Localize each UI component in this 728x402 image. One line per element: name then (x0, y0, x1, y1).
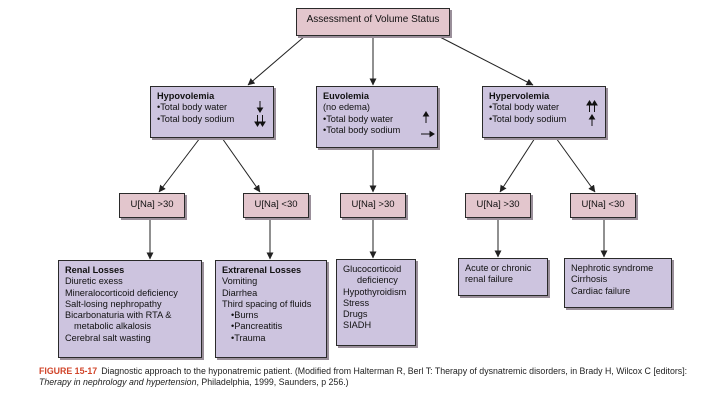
euvolemia-cause: Glucocorticoid (343, 264, 402, 274)
hypervolemia-trend-arrows (586, 100, 598, 126)
edge-hypo-una-low (221, 137, 261, 193)
renal-losses-title: Renal Losses (65, 265, 125, 275)
assessment-label: Assessment of Volume Status (306, 14, 440, 25)
euvolemia-cause: Stress (343, 297, 370, 308)
edge-hypo-una-high (158, 137, 201, 193)
caption-text-1: Diagnostic approach to the hyponatremic … (101, 366, 688, 376)
renal-item: Cerebral salt wasting (65, 332, 151, 343)
acute-chronic-line: Acute or chronic (465, 263, 532, 273)
renal-item: metabolic alkalosis (74, 321, 152, 332)
urine-sodium-hypo-low: U[Na] <30 (243, 193, 309, 218)
extrarenal-item: Diarrhea (222, 287, 258, 298)
hypovolemia-trend-arrows (254, 101, 266, 127)
acute-chronic-line: renal failure (465, 274, 514, 285)
euvolemia-subtitle: (no edema) (323, 102, 370, 113)
euvolemia-title: Euvolemia (323, 91, 369, 101)
hypervolemia-title: Hypervolemia (489, 91, 550, 101)
hypovolemia-title: Hypovolemia (157, 91, 215, 101)
edge-hyper-una-high (499, 137, 536, 193)
nephrotic-item: Nephrotic syndrome (571, 263, 654, 273)
urine-sodium-hyper-high: U[Na] >30 (465, 193, 531, 218)
edge-root-hypovolemia (247, 35, 306, 86)
edge-hyper-una-low (555, 137, 596, 193)
extrarenal-subitem: Pancreatitis (222, 321, 320, 332)
acute-chronic-renal-node: Acute or chronic renal failure (458, 258, 548, 296)
urine-sodium-label: U[Na] <30 (254, 199, 298, 210)
hypovolemia-node: Hypovolemia Total body water Total body … (150, 86, 274, 138)
hypovolemia-line-1: Total body water (157, 102, 267, 113)
renal-item: Bicarbonaturia with RTA & (65, 310, 172, 321)
euvolemia-cause: SIADH (343, 320, 372, 331)
nephrotic-item: Cardiac failure (571, 285, 631, 296)
hypovolemia-line-2: Total body sodium (157, 114, 267, 125)
urine-sodium-label: U[Na] >30 (130, 199, 174, 210)
extrarenal-losses-node: Extrarenal Losses Vomiting Diarrhea Thir… (215, 260, 327, 358)
renal-item: Diuretic exess (65, 276, 123, 287)
caption-text-2: , Philadelphia, 1999, Saunders, p 256.) (196, 377, 349, 387)
euvolemia-trend-arrows (421, 111, 435, 138)
figure-number: FIGURE 15-17 (39, 366, 98, 376)
hypervolemia-node: Hypervolemia Total body water Total body… (482, 86, 606, 138)
extrarenal-item: Third spacing of fluids (222, 298, 312, 309)
urine-sodium-hyper-low: U[Na] <30 (570, 193, 636, 218)
extrarenal-losses-title: Extrarenal Losses (222, 265, 302, 275)
nephrotic-node: Nephrotic syndrome Cirrhosis Cardiac fai… (564, 258, 672, 308)
renal-item: Salt-losing nephropathy (65, 298, 162, 309)
renal-losses-node: Renal Losses Diuretic exess Mineralocort… (58, 260, 202, 358)
urine-sodium-label: U[Na] >30 (351, 199, 395, 210)
euvolemia-line-2: Total body sodium (323, 125, 431, 136)
assessment-node: Assessment of Volume Status (296, 8, 450, 36)
edge-root-hypervolemia (437, 35, 534, 86)
euvolemia-causes-node: Glucocorticoid deficiency Hypothyroidism… (336, 259, 416, 346)
extrarenal-subitem: Trauma (222, 333, 320, 344)
euvolemia-cause: Drugs (343, 309, 368, 320)
euvolemia-line-1: Total body water (323, 114, 431, 125)
nephrotic-item: Cirrhosis (571, 274, 608, 285)
hypervolemia-line-1: Total body water (489, 102, 599, 113)
urine-sodium-eu-high: U[Na] >30 (340, 193, 406, 218)
urine-sodium-label: U[Na] <30 (581, 199, 625, 210)
euvolemia-cause: Hypothyroidism (343, 286, 407, 297)
euvolemia-node: Euvolemia (no edema) Total body water To… (316, 86, 438, 148)
caption-book-title: Therapy in nephrology and hypertension (39, 377, 197, 387)
hypervolemia-line-2: Total body sodium (489, 114, 599, 125)
renal-item: Mineralocorticoid deficiency (65, 287, 178, 298)
extrarenal-item: Vomiting (222, 276, 258, 287)
euvolemia-cause: deficiency (357, 275, 398, 286)
urine-sodium-label: U[Na] >30 (476, 199, 520, 210)
urine-sodium-hypo-high: U[Na] >30 (119, 193, 185, 218)
extrarenal-subitem: Burns (222, 310, 320, 321)
